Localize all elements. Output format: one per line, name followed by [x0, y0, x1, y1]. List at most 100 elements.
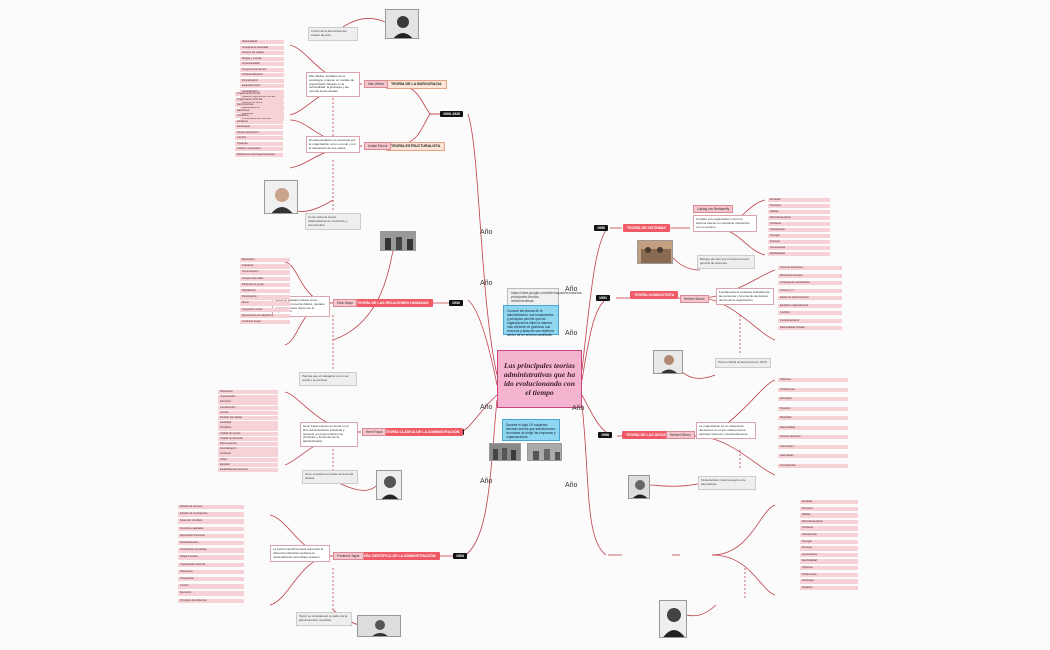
leaf-item[interactable]: Condiciones de trabajo [178, 548, 244, 553]
year-badge[interactable]: 1900-1920 [440, 111, 464, 117]
leaf-item[interactable]: Control [218, 410, 278, 416]
author-node[interactable]: Ludwig von Bertalanffy [693, 205, 734, 213]
author-node[interactable]: Herbert Simon [666, 431, 695, 439]
leaf-item[interactable]: Alternativas [778, 454, 848, 459]
leaf-item[interactable]: Remuneración [218, 442, 278, 447]
leaf-item[interactable]: Objetivos [778, 378, 848, 383]
leaf-item[interactable]: División del trabajo [218, 416, 278, 421]
theory-node-decisiones[interactable]: TEORÍA DE LAS DECISIONES [622, 431, 681, 439]
leaf-item[interactable]: Procesos [800, 506, 858, 511]
central-topic[interactable]: Las principales teorías administrativas … [497, 350, 582, 408]
leaf-item[interactable]: Centralización [240, 89, 284, 94]
leaf-item[interactable]: Control [178, 584, 244, 589]
leaf-item[interactable]: Sinergia [768, 234, 830, 239]
leaf-item[interactable]: División del trabajo [240, 51, 284, 56]
leaf-item[interactable]: Situación [778, 406, 848, 411]
theory-node-sistemas[interactable]: TEORÍA DE SISTEMAS [623, 224, 670, 232]
leaf-item[interactable]: Motivación humana [778, 273, 842, 278]
leaf-item[interactable]: Ambiente [235, 119, 283, 124]
leaf-item[interactable]: Estandarización [178, 541, 244, 546]
leaf-item[interactable]: Incentivos salariales [178, 526, 244, 531]
theory-node-burocracia[interactable]: TEORÍA DE LA BUROCRACIA [386, 80, 447, 89]
leaf-item[interactable]: Niveles jerárquicos [235, 130, 283, 135]
leaf-item[interactable]: Ejecución [178, 591, 244, 596]
leaf-item[interactable]: Estrategia [800, 579, 858, 584]
leaf-item[interactable]: Preferencias [778, 387, 848, 392]
leaf-item[interactable]: Recompensas [235, 103, 283, 108]
leaf-item[interactable]: Organización [218, 395, 278, 400]
year-badge[interactable]: 1958 [598, 432, 612, 438]
leaf-item[interactable]: Coordinación [218, 405, 278, 410]
leaf-item[interactable]: Jerarquía de necesidades [778, 281, 842, 286]
leaf-item[interactable]: Racionalidad limitada [778, 326, 842, 331]
leaf-item[interactable]: Supervisión funcional [178, 533, 244, 539]
leaf-item[interactable]: Racionalidad [240, 40, 284, 45]
leaf-item[interactable]: Equifinalidad [800, 559, 858, 564]
leaf-item[interactable]: Teoría X y Y [778, 288, 842, 293]
leaf-item[interactable]: Toma de decisiones [778, 266, 842, 271]
leaf-item[interactable]: Carácter legal de las normas [240, 95, 284, 100]
author-node[interactable]: Amitai Etzioni [364, 142, 392, 150]
leaf-item[interactable]: Disciplina [218, 426, 278, 431]
leaf-item[interactable]: Organización formal [235, 92, 283, 97]
leaf-item[interactable]: Equilibrio organizacional [778, 303, 842, 308]
leaf-item[interactable]: Estudio de tiempos [178, 505, 244, 510]
leaf-item[interactable]: Impersonalidad [240, 62, 284, 67]
leaf-item[interactable]: Comportamiento [778, 318, 842, 323]
leaf-item[interactable]: Unidad de mando [218, 431, 278, 436]
source-url[interactable]: https://sites.google.com/site/mapadeteor… [507, 288, 583, 307]
theory-node-estructuralista[interactable]: TEORÍA ESTRUCTURALISTA [386, 142, 446, 151]
leaf-item[interactable]: Comunicación [240, 270, 290, 275]
year-badge[interactable]: 1930 [449, 300, 463, 306]
author-node[interactable]: Herbert Simon [680, 295, 709, 303]
leaf-item[interactable]: Estandarización [240, 84, 284, 89]
leaf-item[interactable]: Centralización [218, 447, 278, 452]
theory-node-conductista[interactable]: TEORÍA CONDUCTISTA [630, 291, 679, 299]
leaf-item[interactable]: Formalización [240, 78, 284, 83]
leaf-item[interactable]: Salidas [800, 513, 858, 518]
leaf-item[interactable]: Preparación [178, 577, 244, 582]
leaf-item[interactable]: Organización racional [178, 562, 244, 567]
leaf-item[interactable]: Organización informal [235, 97, 283, 102]
leaf-item[interactable]: Ambiente [800, 526, 858, 531]
leaf-item[interactable]: Estabilidad del personal [218, 468, 278, 473]
author-node[interactable]: Henri Fayol [362, 428, 387, 436]
leaf-item[interactable]: Cambio [235, 136, 283, 141]
leaf-item[interactable]: Salidas [768, 210, 830, 215]
year-badge[interactable]: 1951 [596, 295, 610, 301]
leaf-item[interactable]: Homeostasis [768, 246, 830, 251]
leaf-item[interactable]: Experimento de Hawthorne [240, 313, 290, 319]
leaf-item[interactable]: Retroalimentación [800, 519, 858, 525]
leaf-item[interactable]: Subsistemas [800, 533, 858, 538]
leaf-item[interactable]: Homeostasis [800, 552, 858, 558]
leaf-item[interactable]: Objetivos [800, 566, 858, 571]
leaf-item[interactable]: Comunicaciones escritas [240, 117, 284, 122]
leaf-item[interactable]: Planeación [218, 390, 278, 395]
leaf-item[interactable]: Retroalimentación [768, 216, 830, 221]
leaf-item[interactable]: Resultado [778, 416, 848, 421]
theory-node-cientifica[interactable]: TEORÍA CIENTÍFICA DE LA ADMINISTRACIÓN [353, 552, 440, 560]
leaf-item[interactable]: Moral [240, 301, 290, 306]
leaf-item[interactable]: Satisfacción [240, 289, 290, 294]
leaf-item[interactable]: Subsistemas [768, 228, 830, 233]
leaf-item[interactable]: Información [778, 444, 848, 449]
leaf-item[interactable]: Relaciones interorganizacionales [235, 152, 283, 157]
leaf-item[interactable]: Dirección [218, 400, 278, 405]
leaf-item[interactable]: Jerarquía de autoridad [240, 45, 284, 50]
leaf-item[interactable]: Conducta social [240, 320, 290, 325]
leaf-item[interactable]: Integración social [240, 307, 290, 312]
leaf-item[interactable]: Principios de eficiencia [178, 598, 244, 603]
year-badge[interactable]: 1903 [453, 553, 467, 559]
leaf-item[interactable]: Ambiente [768, 222, 830, 227]
leaf-item[interactable]: Estilos de administración [778, 296, 842, 301]
author-node[interactable]: Max Weber [364, 80, 389, 88]
leaf-item[interactable]: Procesos [768, 204, 830, 209]
leaf-item[interactable]: Conflictos [235, 114, 283, 119]
leaf-item[interactable]: Profesionalización [240, 73, 284, 78]
leaf-item[interactable]: Incertidumbre [778, 463, 848, 468]
leaf-item[interactable]: Situación [800, 585, 858, 591]
leaf-item[interactable]: Análisis comparativo [235, 147, 283, 152]
leaf-item[interactable]: Estrategias [235, 125, 283, 130]
leaf-item[interactable]: Conflicto [778, 311, 842, 316]
leaf-item[interactable]: Jerarquía [218, 452, 278, 457]
